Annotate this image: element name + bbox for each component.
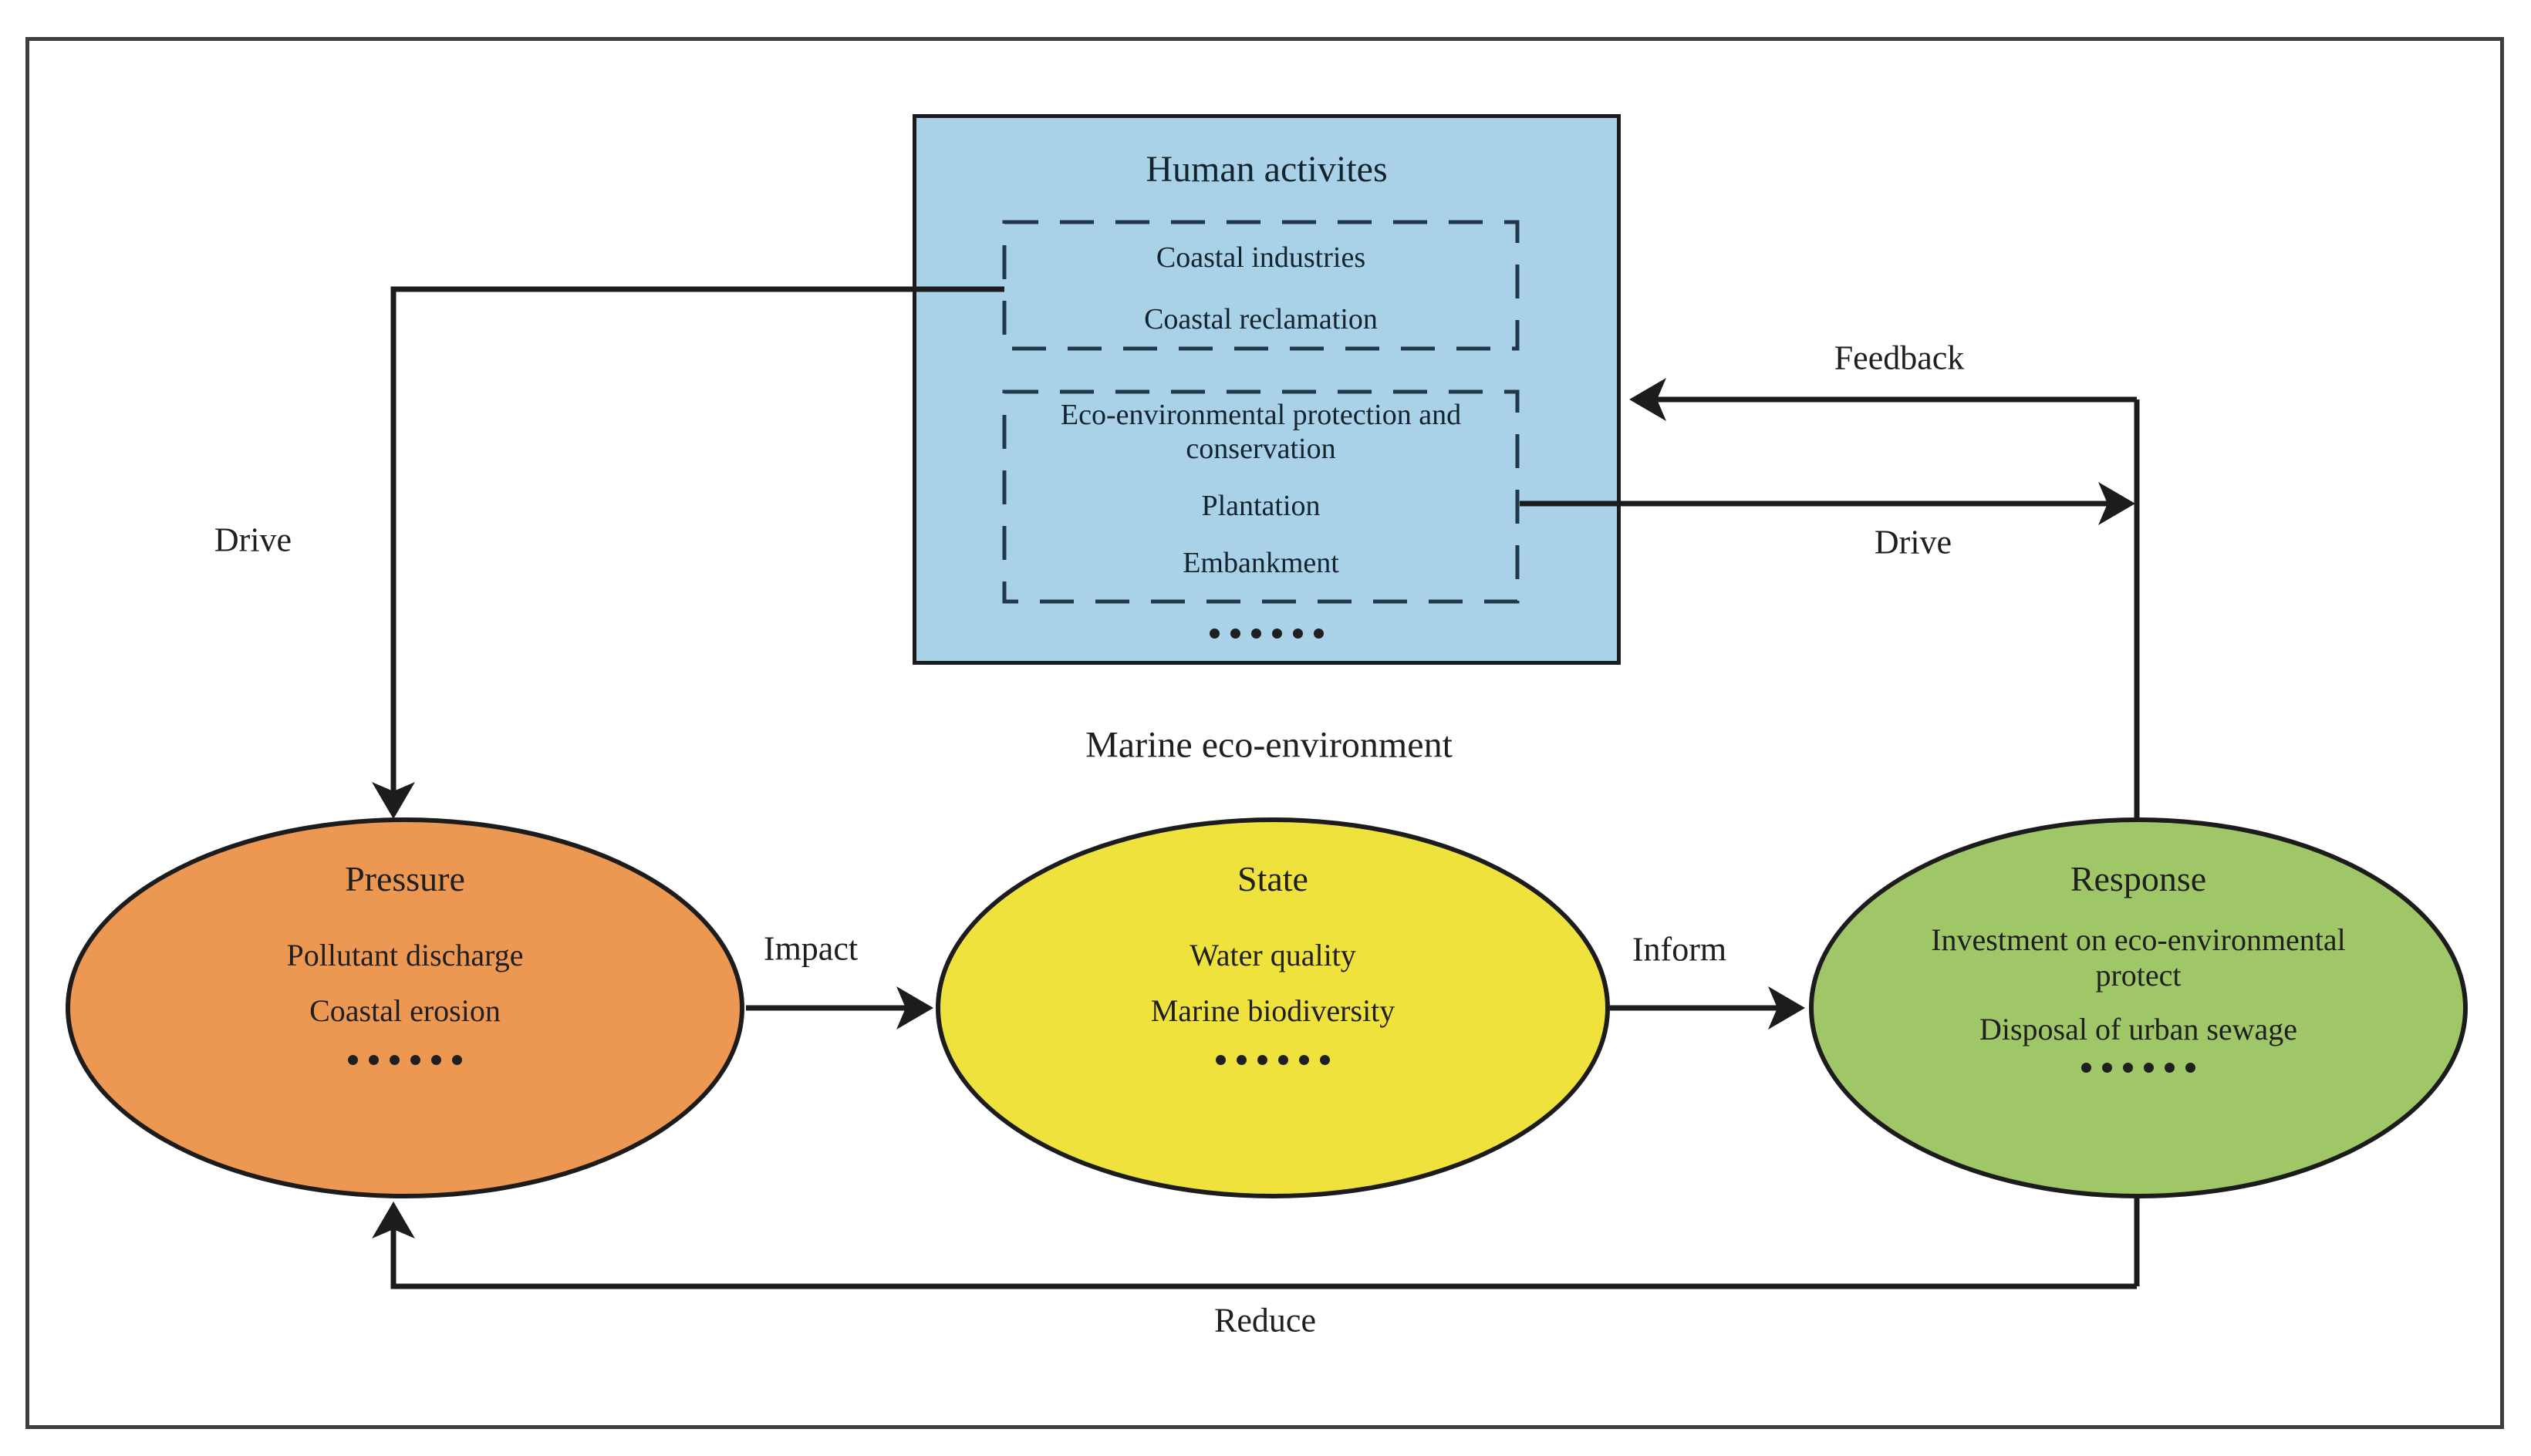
human-activities-box: Human activites Coastal industries Coast… — [913, 114, 1621, 665]
pressure-title: Pressure — [345, 859, 465, 898]
human-activities-title: Human activites — [1146, 149, 1388, 190]
marine-eco-environment-label: Marine eco-environment — [1085, 724, 1453, 766]
response-item-sewage-disposal: Disposal of urban sewage — [1979, 1012, 2298, 1046]
pressure-item-pollutant-discharge: Pollutant discharge — [286, 938, 524, 972]
feedback-label: Feedback — [1834, 339, 1965, 377]
activity-coastal-industries: Coastal industries — [1156, 241, 1366, 274]
state-item-marine-biodiversity: Marine biodiversity — [1150, 993, 1395, 1028]
ellipsis-dots — [348, 1055, 462, 1065]
inform-label: Inform — [1632, 930, 1727, 969]
drive-left-label: Drive — [214, 521, 292, 559]
response-title: Response — [2070, 859, 2207, 898]
response-item-investment: Investment on eco-environmental protect — [1931, 922, 2346, 993]
ellipsis-dots — [1210, 629, 1324, 639]
pressure-node: Pressure Pollutant discharge Coastal ero… — [66, 817, 744, 1198]
activity-eco-protection: Eco-environmental protection and conserv… — [1060, 399, 1462, 465]
state-title: State — [1237, 859, 1308, 898]
reduce-label: Reduce — [1214, 1301, 1316, 1340]
ellipsis-dots — [1216, 1055, 1330, 1065]
state-item-water-quality: Water quality — [1190, 938, 1356, 972]
state-node: State Water quality Marine biodiversity — [936, 817, 1610, 1198]
response-activities-group: Eco-environmental protection and conserv… — [1004, 392, 1517, 580]
drive-right-label: Drive — [1874, 523, 1952, 561]
activity-embankment: Embankment — [1183, 547, 1339, 579]
pressure-item-coastal-erosion: Coastal erosion — [309, 993, 501, 1028]
impact-label: Impact — [763, 929, 859, 968]
response-node: Response Investment on eco-environmental… — [1809, 817, 2468, 1198]
activity-coastal-reclamation: Coastal reclamation — [1144, 303, 1378, 335]
pressure-activities-group: Coastal industries Coastal reclamation — [1004, 222, 1517, 336]
ellipsis-dots — [2081, 1063, 2195, 1073]
figure-border — [25, 37, 2504, 1429]
activity-plantation: Plantation — [1201, 490, 1321, 522]
